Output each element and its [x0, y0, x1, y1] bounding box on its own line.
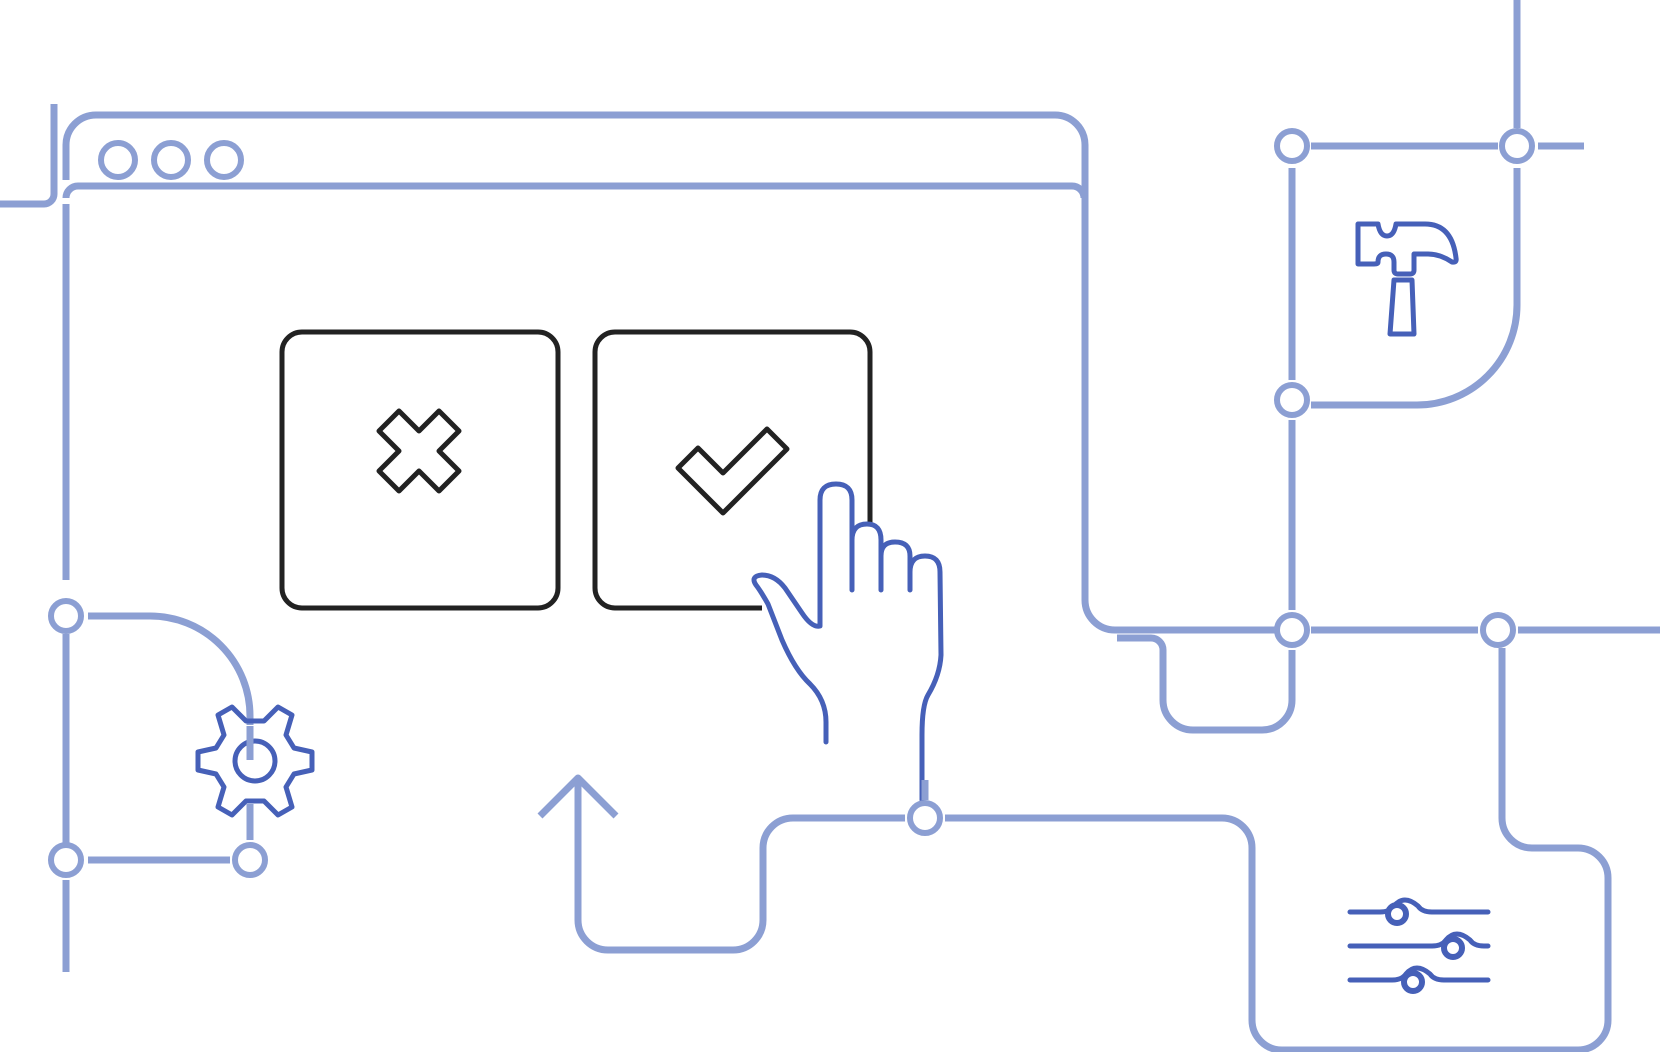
hammer-icon: [1355, 221, 1459, 337]
connector-node: [1274, 128, 1310, 164]
sliders-icon: [1347, 897, 1491, 994]
connector-node: [48, 598, 84, 634]
reject-button-hit-area: [282, 332, 558, 608]
arrow-up-icon: [537, 648, 1612, 1052]
x-icon: [376, 408, 462, 494]
reject-button[interactable]: [279, 329, 561, 611]
connector-node: [48, 842, 84, 878]
connector-node: [1274, 382, 1310, 418]
browser-window: [62, 111, 1290, 634]
confirm-button-frame: [592, 329, 873, 611]
window-controls: [98, 140, 244, 180]
window-control-dot[interactable]: [98, 140, 138, 180]
gear-icon: [195, 704, 315, 818]
connector-node: [907, 800, 943, 836]
connector-nodes-left: [48, 598, 268, 878]
connector-node: [1480, 612, 1516, 648]
window-titlebar-divider: [62, 182, 1088, 199]
connector-lines-left: [0, 104, 254, 972]
confirm-button-hit-area: [595, 332, 870, 608]
reject-button-frame: [279, 329, 561, 611]
connector-lines-right: [1117, 0, 1660, 734]
connector-node: [1499, 128, 1535, 164]
connector-node: [232, 842, 268, 878]
checkmark-icon: [675, 426, 790, 516]
confirm-button[interactable]: [592, 329, 873, 611]
window-control-dot[interactable]: [204, 140, 244, 180]
window-frame: [62, 111, 1290, 634]
window-control-dot[interactable]: [151, 140, 191, 180]
hand-pointer-icon: [751, 481, 944, 803]
connector-node: [1274, 612, 1310, 648]
